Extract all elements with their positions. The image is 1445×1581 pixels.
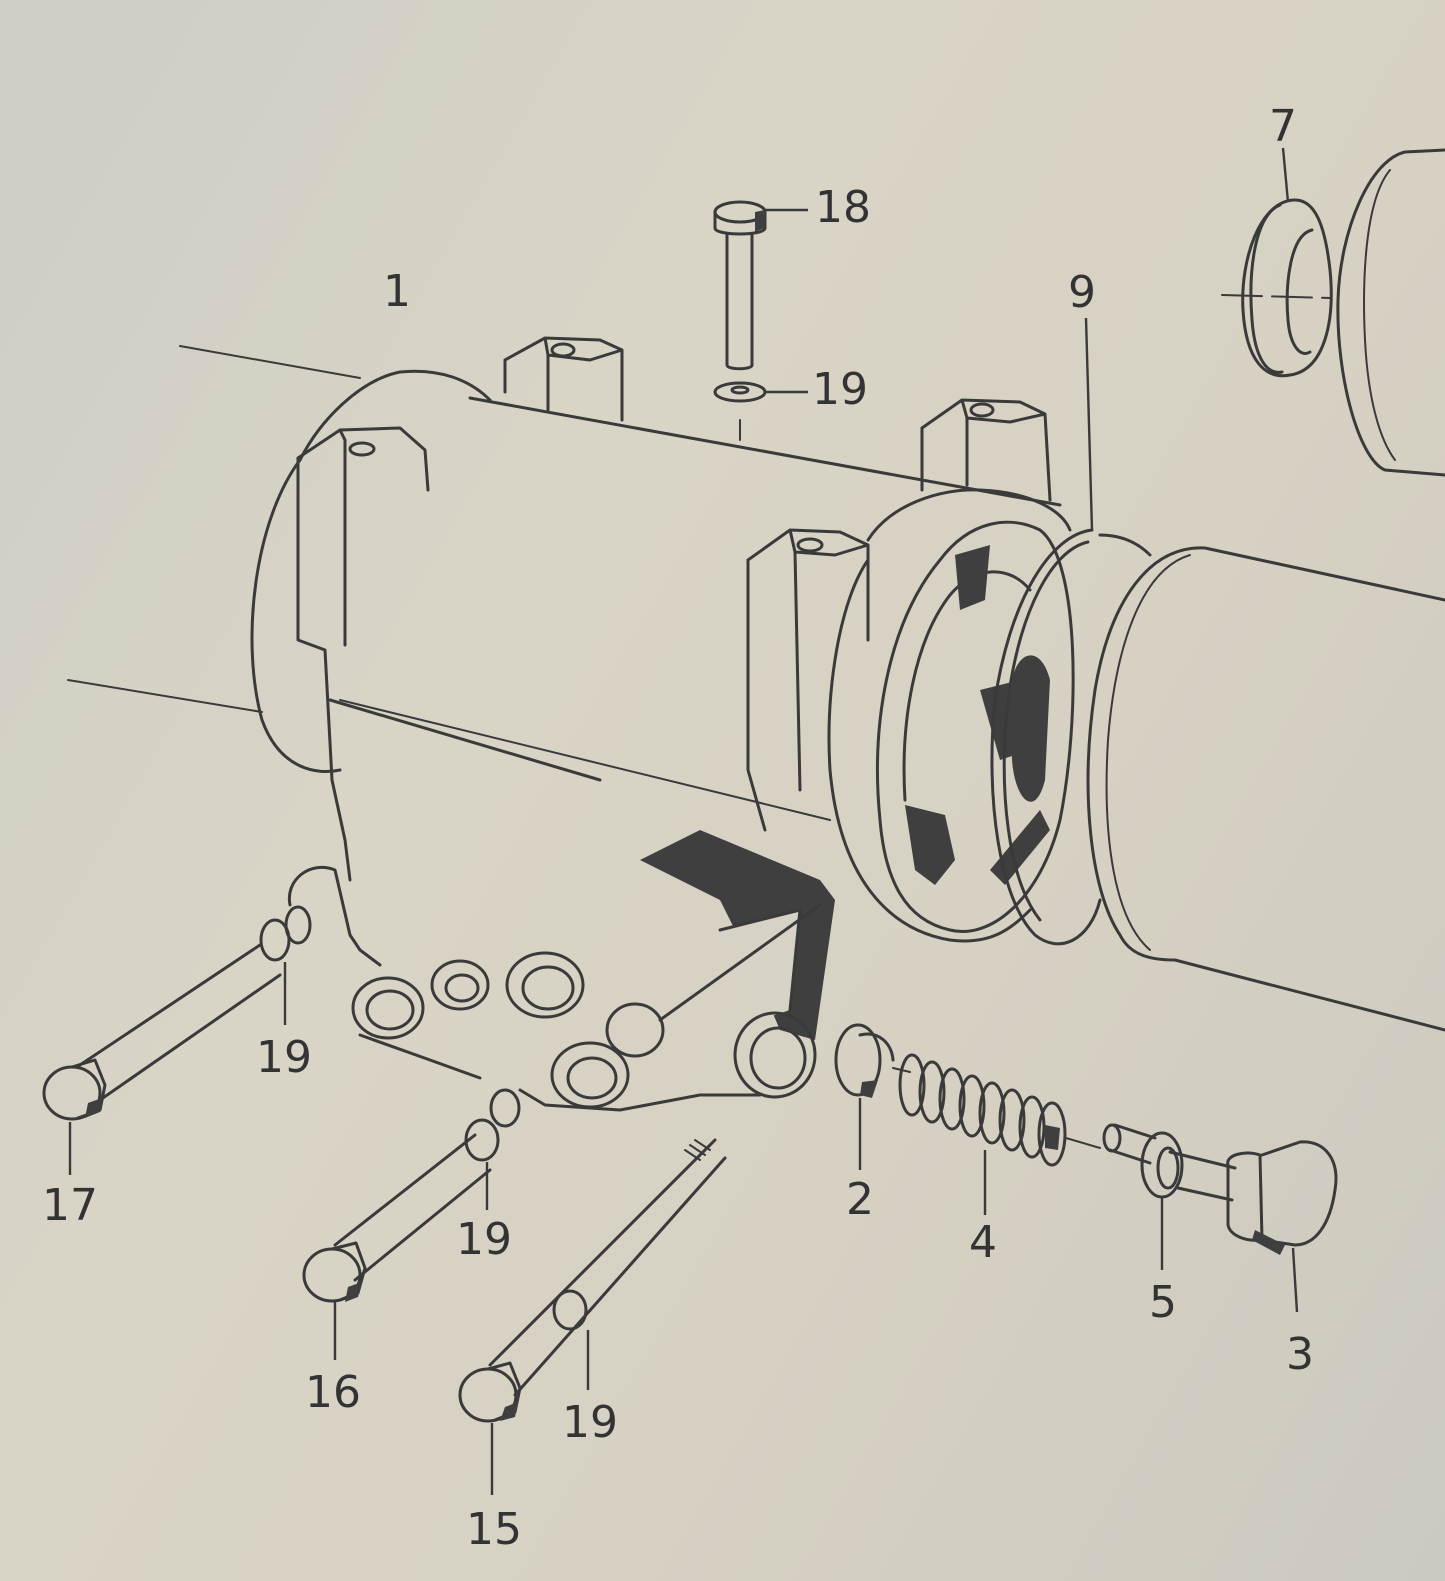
housing-part-1 bbox=[250, 336, 1075, 1040]
callout-19-middle: 19 bbox=[456, 1214, 512, 1265]
callout-18: 18 bbox=[815, 182, 871, 233]
callout-7: 7 bbox=[1269, 101, 1297, 152]
bolt-18-and-washer bbox=[713, 200, 808, 441]
callout-3: 3 bbox=[1286, 1329, 1314, 1380]
washer-5 bbox=[1102, 1123, 1237, 1270]
o-ring-9 bbox=[990, 317, 1152, 946]
plug-3 bbox=[1226, 1140, 1338, 1313]
cylinder-top-right bbox=[1336, 148, 1445, 477]
callout-5: 5 bbox=[1149, 1277, 1177, 1328]
callout-19-upper-left: 19 bbox=[256, 1032, 312, 1083]
bolt-15 bbox=[458, 1138, 727, 1495]
callout-4: 4 bbox=[969, 1217, 997, 1268]
axis-lines bbox=[67, 294, 1331, 713]
cylinder-right bbox=[1010, 546, 1445, 1032]
callout-16: 16 bbox=[305, 1367, 361, 1418]
callout-2: 2 bbox=[846, 1174, 874, 1225]
bolt-16 bbox=[302, 1088, 521, 1360]
callout-1: 1 bbox=[383, 266, 411, 317]
callout-9: 9 bbox=[1068, 267, 1096, 318]
spring-4 bbox=[898, 1053, 1101, 1215]
seal-ring-7 bbox=[1241, 147, 1333, 378]
callout-15: 15 bbox=[466, 1504, 522, 1555]
port-manifold bbox=[287, 865, 822, 1112]
bolt-17 bbox=[42, 905, 312, 1175]
callout-19-lower: 19 bbox=[562, 1397, 618, 1448]
callout-17: 17 bbox=[42, 1180, 98, 1231]
callout-19-top: 19 bbox=[812, 364, 868, 415]
valve-seat-2 bbox=[834, 1023, 911, 1170]
